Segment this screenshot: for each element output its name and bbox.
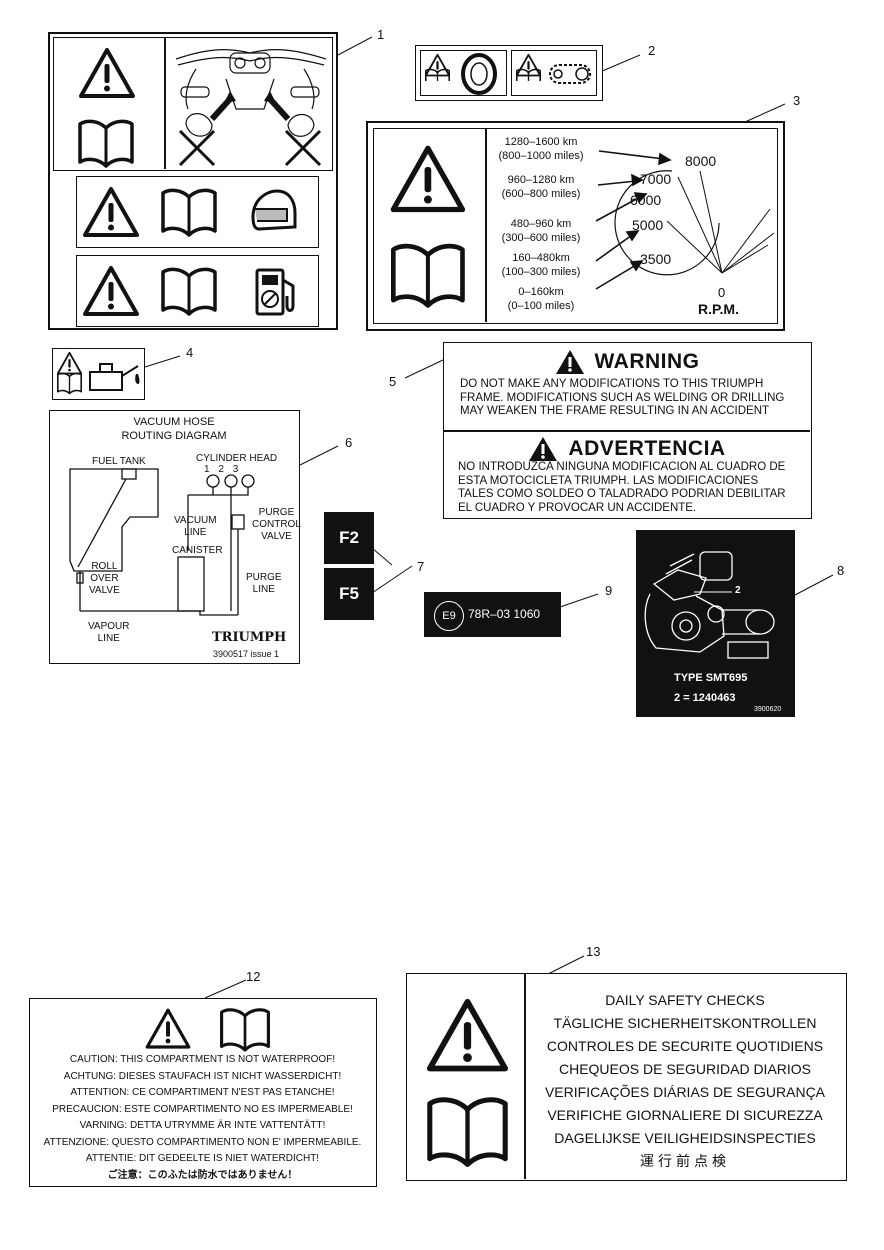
- callout-6: 6: [345, 435, 353, 450]
- advertencia-title: ADVERTENCIA: [568, 437, 726, 460]
- rpm-8000: 8000: [685, 153, 717, 169]
- book-icon: [220, 1008, 270, 1052]
- advertencia-header: ADVERTENCIA: [444, 436, 810, 462]
- e-mark: E9: [434, 601, 464, 631]
- advertencia-text: NO INTRODUZCA NINGUNA MODIFICACION AL CU…: [458, 461, 786, 514]
- rpm-label: R.P.M.: [698, 301, 739, 317]
- engine-code: 2 = 1240463: [674, 692, 736, 704]
- label-8: 2 TYPE SMT695 2 = 1240463 3900620: [636, 530, 795, 717]
- callout-3: 3: [793, 93, 801, 108]
- cylinder-numbers: 1 2 3: [204, 464, 239, 475]
- label-8-part-number: 3900620: [754, 706, 782, 713]
- label-3-inner: 1280–1600 km(800–1000 miles) 960–1280 km…: [373, 128, 778, 324]
- warning-header: WARNING: [444, 349, 810, 375]
- rpm-6000: 6000: [630, 192, 662, 208]
- rpm-dial-diagram: [595, 150, 774, 290]
- range-4: 160–480km(100–300 miles): [501, 252, 581, 278]
- rpm-7000: 7000: [640, 171, 672, 187]
- range-5: 0–160km(0–100 miles): [507, 286, 575, 312]
- range-1: 1280–1600 km(800–1000 miles): [498, 136, 584, 162]
- helmet-icon: [251, 189, 297, 231]
- range-3: 480–960 km(300–600 miles): [501, 218, 581, 244]
- book-icon: [161, 267, 217, 316]
- warning-text: DO NOT MAKE ANY MODIFICATIONS TO THIS TR…: [460, 378, 785, 417]
- book-icon: [78, 119, 134, 168]
- rpm-0: 0: [718, 285, 726, 300]
- book-icon: [424, 1092, 514, 1172]
- label-2-chain-panel: [511, 50, 597, 96]
- warning-icon: [79, 48, 135, 98]
- label-1-top-panel: [53, 37, 333, 171]
- label-3: 1280–1600 km(800–1000 miles) 960–1280 km…: [366, 121, 785, 331]
- warning-icon: [145, 1008, 191, 1049]
- callout-12: 12: [246, 969, 261, 984]
- warning-book-icon: [56, 351, 83, 395]
- engine-type: TYPE SMT695: [674, 672, 748, 684]
- callout-9: 9: [605, 583, 613, 598]
- handlebar-helmet-illustration: [175, 49, 327, 167]
- chain-sprocket-icon: [549, 64, 591, 84]
- label-1-fuel-panel: [76, 255, 319, 327]
- range-2: 960–1280 km(600–800 miles): [501, 174, 581, 200]
- rpm-5000: 5000: [632, 217, 664, 233]
- label-1-helmet-panel: [76, 176, 319, 248]
- label-9: E9 78R–03 1060: [424, 592, 561, 637]
- canister-label: CANISTER: [172, 545, 223, 556]
- fuel-tank-label: FUEL TANK: [92, 456, 146, 467]
- warning-icon: [83, 266, 139, 316]
- callout-7: 7: [417, 559, 425, 574]
- warning-icon: [529, 437, 558, 461]
- warning-book-icon: [515, 53, 542, 81]
- label-13: DAILY SAFETY CHECKS TÄGLICHE SICHERHEITS…: [406, 973, 847, 1181]
- callout-4: 4: [186, 345, 194, 360]
- callout-8: 8: [837, 563, 845, 578]
- pointer-label: 2: [735, 585, 741, 596]
- vacuum-hose-routing-diagram: [69, 468, 255, 616]
- daily-safety-checks-text: DAILY SAFETY CHECKS TÄGLICHE SICHERHEITS…: [544, 992, 826, 1169]
- label-5: WARNING DO NOT MAKE ANY MODIFICATIONS TO…: [443, 342, 812, 519]
- engine-illustration: [644, 551, 775, 659]
- label-1: [48, 32, 338, 330]
- tyre-icon: [461, 53, 497, 95]
- callout-2: 2: [648, 43, 656, 58]
- label-2: [415, 45, 603, 101]
- fuse-label-f2: F2: [324, 512, 374, 564]
- oil-can-icon: [89, 363, 140, 391]
- callout-13: 13: [586, 944, 601, 959]
- rpm-3500: 3500: [640, 251, 672, 267]
- warning-book-icon: [424, 53, 451, 81]
- label-4: [52, 348, 145, 400]
- fuse-label-f5: F5: [324, 568, 374, 620]
- compartment-warning-text: CAUTION: THIS COMPARTMENT IS NOT WATERPR…: [43, 1054, 362, 1181]
- triumph-logo: TRIUMPH: [212, 630, 287, 645]
- callout-5: 5: [389, 374, 397, 389]
- warning-icon: [555, 350, 584, 374]
- approval-code: 78R–03 1060: [468, 607, 541, 621]
- label-6-part-number: 3900517 issue 1: [213, 649, 280, 659]
- label-2-tyre-panel: [420, 50, 507, 96]
- cylinder-head-label: CYLINDER HEAD: [196, 453, 278, 464]
- callout-1: 1: [377, 27, 385, 42]
- warning-title: WARNING: [594, 350, 700, 373]
- book-icon: [161, 188, 217, 237]
- unleaded-fuel-pump-icon: [255, 268, 295, 316]
- warning-icon: [83, 187, 139, 237]
- warning-icon: [424, 996, 514, 1076]
- label-12: CAUTION: THIS COMPARTMENT IS NOT WATERPR…: [29, 998, 377, 1187]
